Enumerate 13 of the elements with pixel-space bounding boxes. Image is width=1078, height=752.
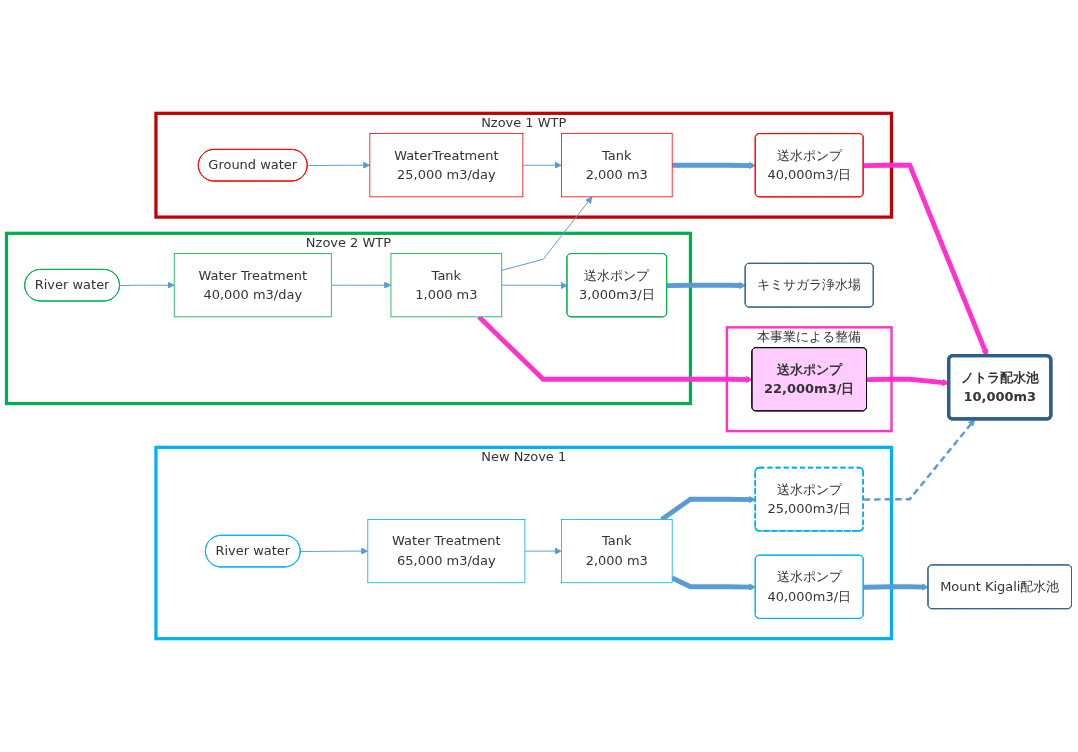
arrow [667, 281, 746, 290]
node-box: WaterTreatment 25,000 m3/day [369, 133, 524, 198]
arrow [671, 575, 756, 591]
node-box: Water Treatment 40,000 m3/day [173, 253, 332, 318]
node-box: Tank 2,000 m3 [561, 519, 673, 584]
arrow [866, 376, 950, 387]
arrow [477, 315, 753, 384]
node-box: Tank 2,000 m3 [561, 133, 673, 198]
node-box: Tank 1,000 m3 [390, 253, 503, 318]
arrow [672, 161, 756, 170]
node-box: Water Treatment 65,000 m3/day [367, 519, 526, 584]
arrow [863, 583, 929, 591]
arrow [863, 419, 976, 501]
